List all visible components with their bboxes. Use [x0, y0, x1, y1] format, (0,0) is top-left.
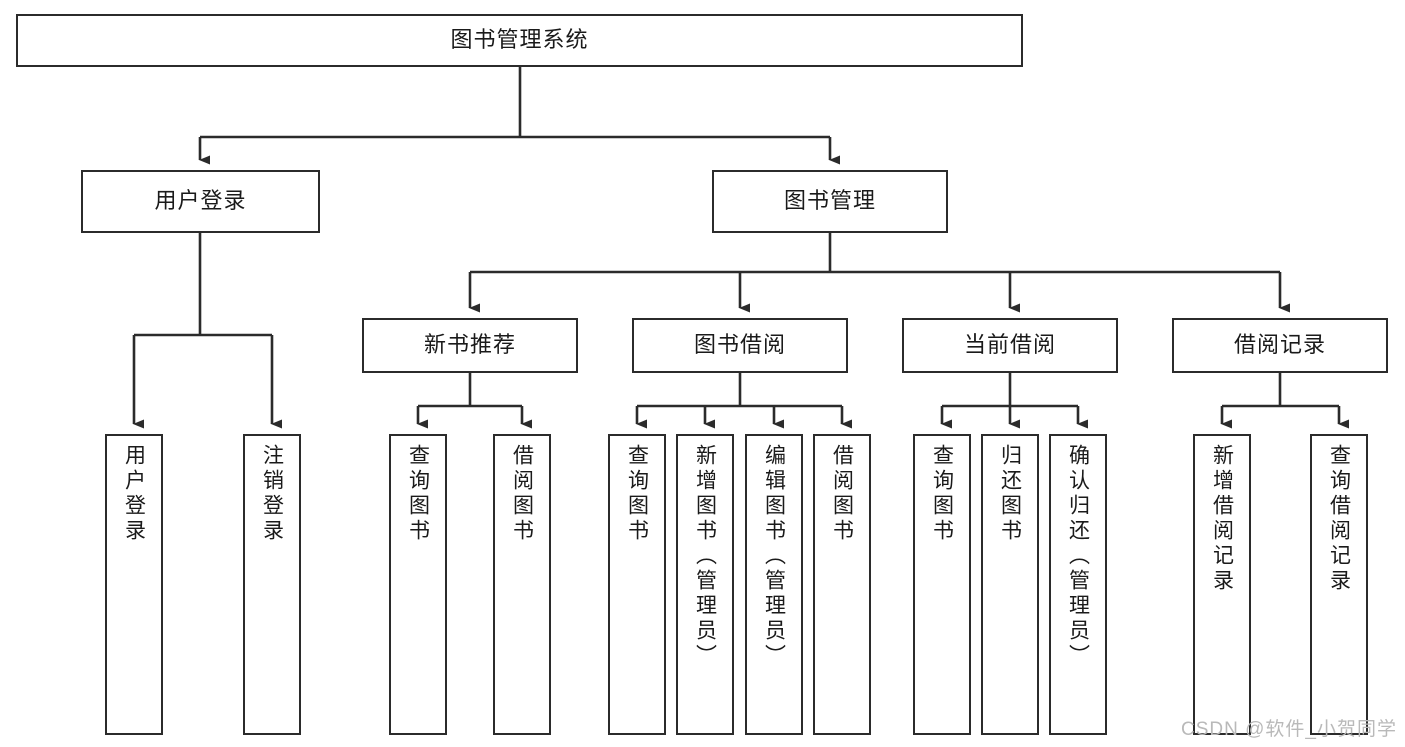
leaf-current-return-book-label: 归还图书 — [998, 444, 1022, 544]
node-user-login[interactable]: 用户登录 — [81, 170, 320, 233]
node-book-management[interactable]: 图书管理 — [712, 170, 948, 233]
node-current-borrow[interactable]: 当前借阅 — [902, 318, 1118, 373]
edges-currentborrow-to-leaves — [940, 373, 1088, 429]
edges-newbook-to-leaves — [416, 373, 532, 429]
node-book-borrow-label: 图书借阅 — [693, 332, 786, 358]
leaf-current-return-book[interactable]: 归还图书 — [981, 434, 1039, 735]
node-current-borrow-label: 当前借阅 — [963, 332, 1056, 358]
leaf-recommend-borrow-book-label: 借阅图书 — [510, 444, 534, 544]
leaf-current-confirm-return-admin-label: 确认归还（管理员） — [1066, 444, 1090, 669]
leaf-borrow-query-book-label: 查询图书 — [625, 444, 649, 544]
node-borrow-record[interactable]: 借阅记录 — [1172, 318, 1388, 373]
leaf-current-query-book-label: 查询图书 — [930, 444, 954, 544]
leaf-borrow-borrow-book-label: 借阅图书 — [830, 444, 854, 544]
leaf-user-login[interactable]: 用户登录 — [105, 434, 163, 735]
edges-root-to-level2 — [198, 67, 840, 165]
edges-userlogin-to-leaves — [132, 233, 282, 429]
leaf-logout-label: 注销登录 — [260, 444, 284, 544]
node-user-login-label: 用户登录 — [154, 188, 247, 214]
node-book-management-label: 图书管理 — [783, 188, 876, 214]
leaf-record-add-borrow-record[interactable]: 新增借阅记录 — [1193, 434, 1251, 735]
edges-bookborrow-to-leaves — [635, 373, 852, 429]
leaf-borrow-borrow-book[interactable]: 借阅图书 — [813, 434, 871, 735]
node-book-borrow[interactable]: 图书借阅 — [632, 318, 848, 373]
watermark-text: CSDN @软件_小贺同学 — [1181, 719, 1397, 740]
leaf-recommend-query-book[interactable]: 查询图书 — [389, 434, 447, 735]
leaf-record-query-borrow-record-label: 查询借阅记录 — [1327, 444, 1351, 594]
node-new-book-recommend-label: 新书推荐 — [423, 332, 516, 358]
leaf-current-confirm-return-admin[interactable]: 确认归还（管理员） — [1049, 434, 1107, 735]
leaf-record-query-borrow-record[interactable]: 查询借阅记录 — [1310, 434, 1368, 735]
node-borrow-record-label: 借阅记录 — [1233, 332, 1326, 358]
edges-bookmgmt-to-level3 — [468, 233, 1290, 313]
leaf-borrow-query-book[interactable]: 查询图书 — [608, 434, 666, 735]
node-new-book-recommend[interactable]: 新书推荐 — [362, 318, 578, 373]
leaf-recommend-borrow-book[interactable]: 借阅图书 — [493, 434, 551, 735]
leaf-recommend-query-book-label: 查询图书 — [406, 444, 430, 544]
leaf-logout[interactable]: 注销登录 — [243, 434, 301, 735]
leaf-user-login-label: 用户登录 — [122, 444, 146, 544]
edges-borrowrecord-to-leaves — [1220, 373, 1349, 429]
leaf-borrow-edit-book-admin-label: 编辑图书（管理员） — [762, 444, 786, 669]
leaf-borrow-add-book-admin[interactable]: 新增图书（管理员） — [676, 434, 734, 735]
leaf-record-add-borrow-record-label: 新增借阅记录 — [1210, 444, 1234, 594]
node-root-book-management-system[interactable]: 图书管理系统 — [16, 14, 1023, 67]
node-root-label: 图书管理系统 — [450, 27, 589, 53]
leaf-borrow-add-book-admin-label: 新增图书（管理员） — [693, 444, 717, 669]
leaf-current-query-book[interactable]: 查询图书 — [913, 434, 971, 735]
leaf-borrow-edit-book-admin[interactable]: 编辑图书（管理员） — [745, 434, 803, 735]
